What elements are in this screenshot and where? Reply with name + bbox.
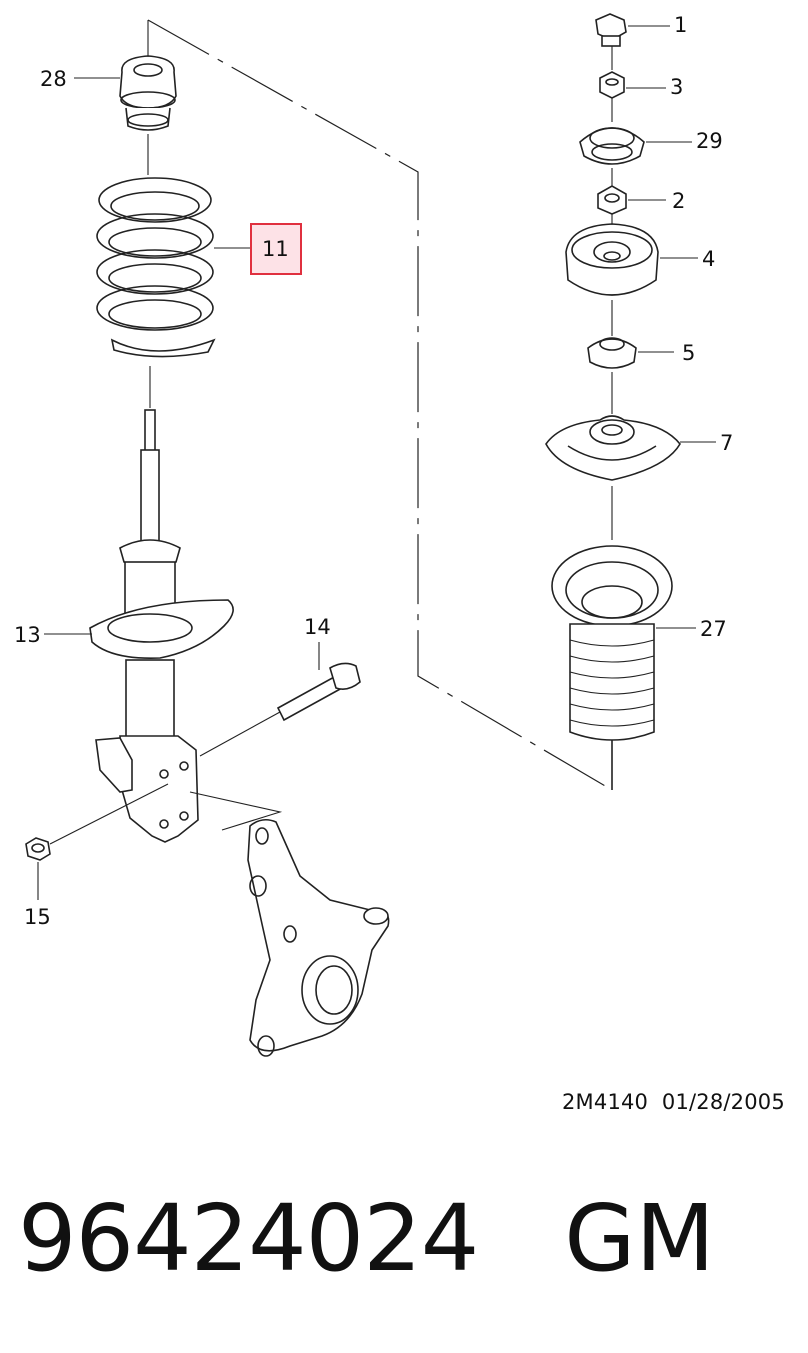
footer-part-line: 96424024 GM <box>18 1178 798 1298</box>
highlight-box-11 <box>250 223 302 275</box>
assembly-guide-lines <box>147 19 613 791</box>
part-11-coil-spring <box>96 177 216 408</box>
part-15-nut <box>25 783 169 900</box>
callout-29: 29 <box>696 129 723 153</box>
steering-knuckle <box>189 791 390 1057</box>
brand-name: GM <box>564 1184 715 1292</box>
diagram-reference: 2M4140 01/28/2005 <box>562 1090 785 1114</box>
part-14-bolt <box>199 642 361 757</box>
part-7-spring-seat <box>545 415 716 540</box>
part-3-nut <box>599 71 666 122</box>
callout-28: 28 <box>40 67 67 91</box>
part-1-bolt <box>595 13 670 70</box>
callout-leaders-left <box>44 77 250 635</box>
callout-13: 13 <box>14 623 41 647</box>
part-2-nut <box>597 185 666 232</box>
callout-1: 1 <box>674 13 687 37</box>
part-29-washer <box>579 127 692 188</box>
callout-3: 3 <box>670 75 683 99</box>
part-4-strut-mount <box>565 223 698 336</box>
part-28-bump-stopper <box>119 20 177 175</box>
reference-date: 01/28/2005 <box>661 1090 785 1114</box>
part-number: 96424024 <box>18 1184 479 1292</box>
callout-2: 2 <box>672 189 685 213</box>
callout-15: 15 <box>24 905 51 929</box>
part-27-dust-boot <box>551 545 696 741</box>
callout-27: 27 <box>700 617 727 641</box>
suspension-exploded-diagram: 28 11 13 14 15 1 3 29 2 4 5 7 27 <box>14 13 733 1057</box>
callout-11: 11 <box>262 237 289 261</box>
callout-4: 4 <box>702 247 715 271</box>
part-5-bearing <box>587 337 674 414</box>
part-13-strut-assembly <box>89 409 234 843</box>
callout-5: 5 <box>682 341 695 365</box>
callout-14: 14 <box>304 615 331 639</box>
callout-7: 7 <box>720 431 733 455</box>
reference-code: 2M4140 <box>562 1090 649 1114</box>
